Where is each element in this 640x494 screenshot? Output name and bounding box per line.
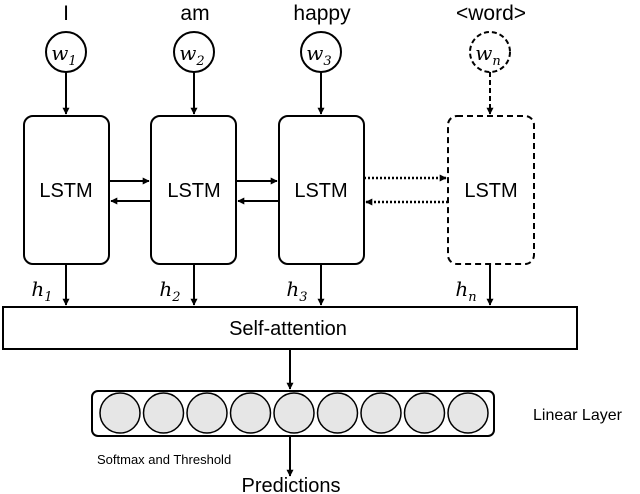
self-attention-box [2,306,578,350]
softmax-threshold-label: Softmax and Threshold [97,452,231,467]
input-label-3: w3 [306,41,331,69]
token-3: happy [293,2,351,25]
input-label-2: w2 [179,41,204,69]
linear-unit [229,392,272,434]
self-attention-label: Self-attention [229,318,347,340]
token-1: I [63,2,69,25]
hidden-label-1: h1 [31,277,52,305]
linear-unit [142,392,185,434]
lstm-label-3: LSTM [294,180,347,202]
hidden-label-n: hn [455,277,476,305]
linear-layer-units [99,392,489,434]
linear-unit [447,392,489,434]
linear-unit [316,392,359,434]
linear-unit [99,392,141,434]
linear-unit [186,392,228,434]
token-2: am [180,2,209,25]
hidden-label-2: h2 [159,277,180,305]
hidden-label-3: h3 [286,277,307,305]
lstm-label-1: LSTM [39,180,92,202]
linear-unit [403,392,446,434]
lstm-label-n: LSTM [464,180,517,202]
lstm-label-2: LSTM [167,180,220,202]
input-label-1: w1 [51,41,76,69]
linear-layer-label: Linear Layer [533,407,623,424]
linear-unit [273,392,315,434]
input-node-n [469,31,511,73]
token-n: <word> [456,2,526,25]
predictions-label: Predictions [242,475,341,494]
input-label-n: wn [475,41,501,69]
linear-unit [360,392,402,434]
